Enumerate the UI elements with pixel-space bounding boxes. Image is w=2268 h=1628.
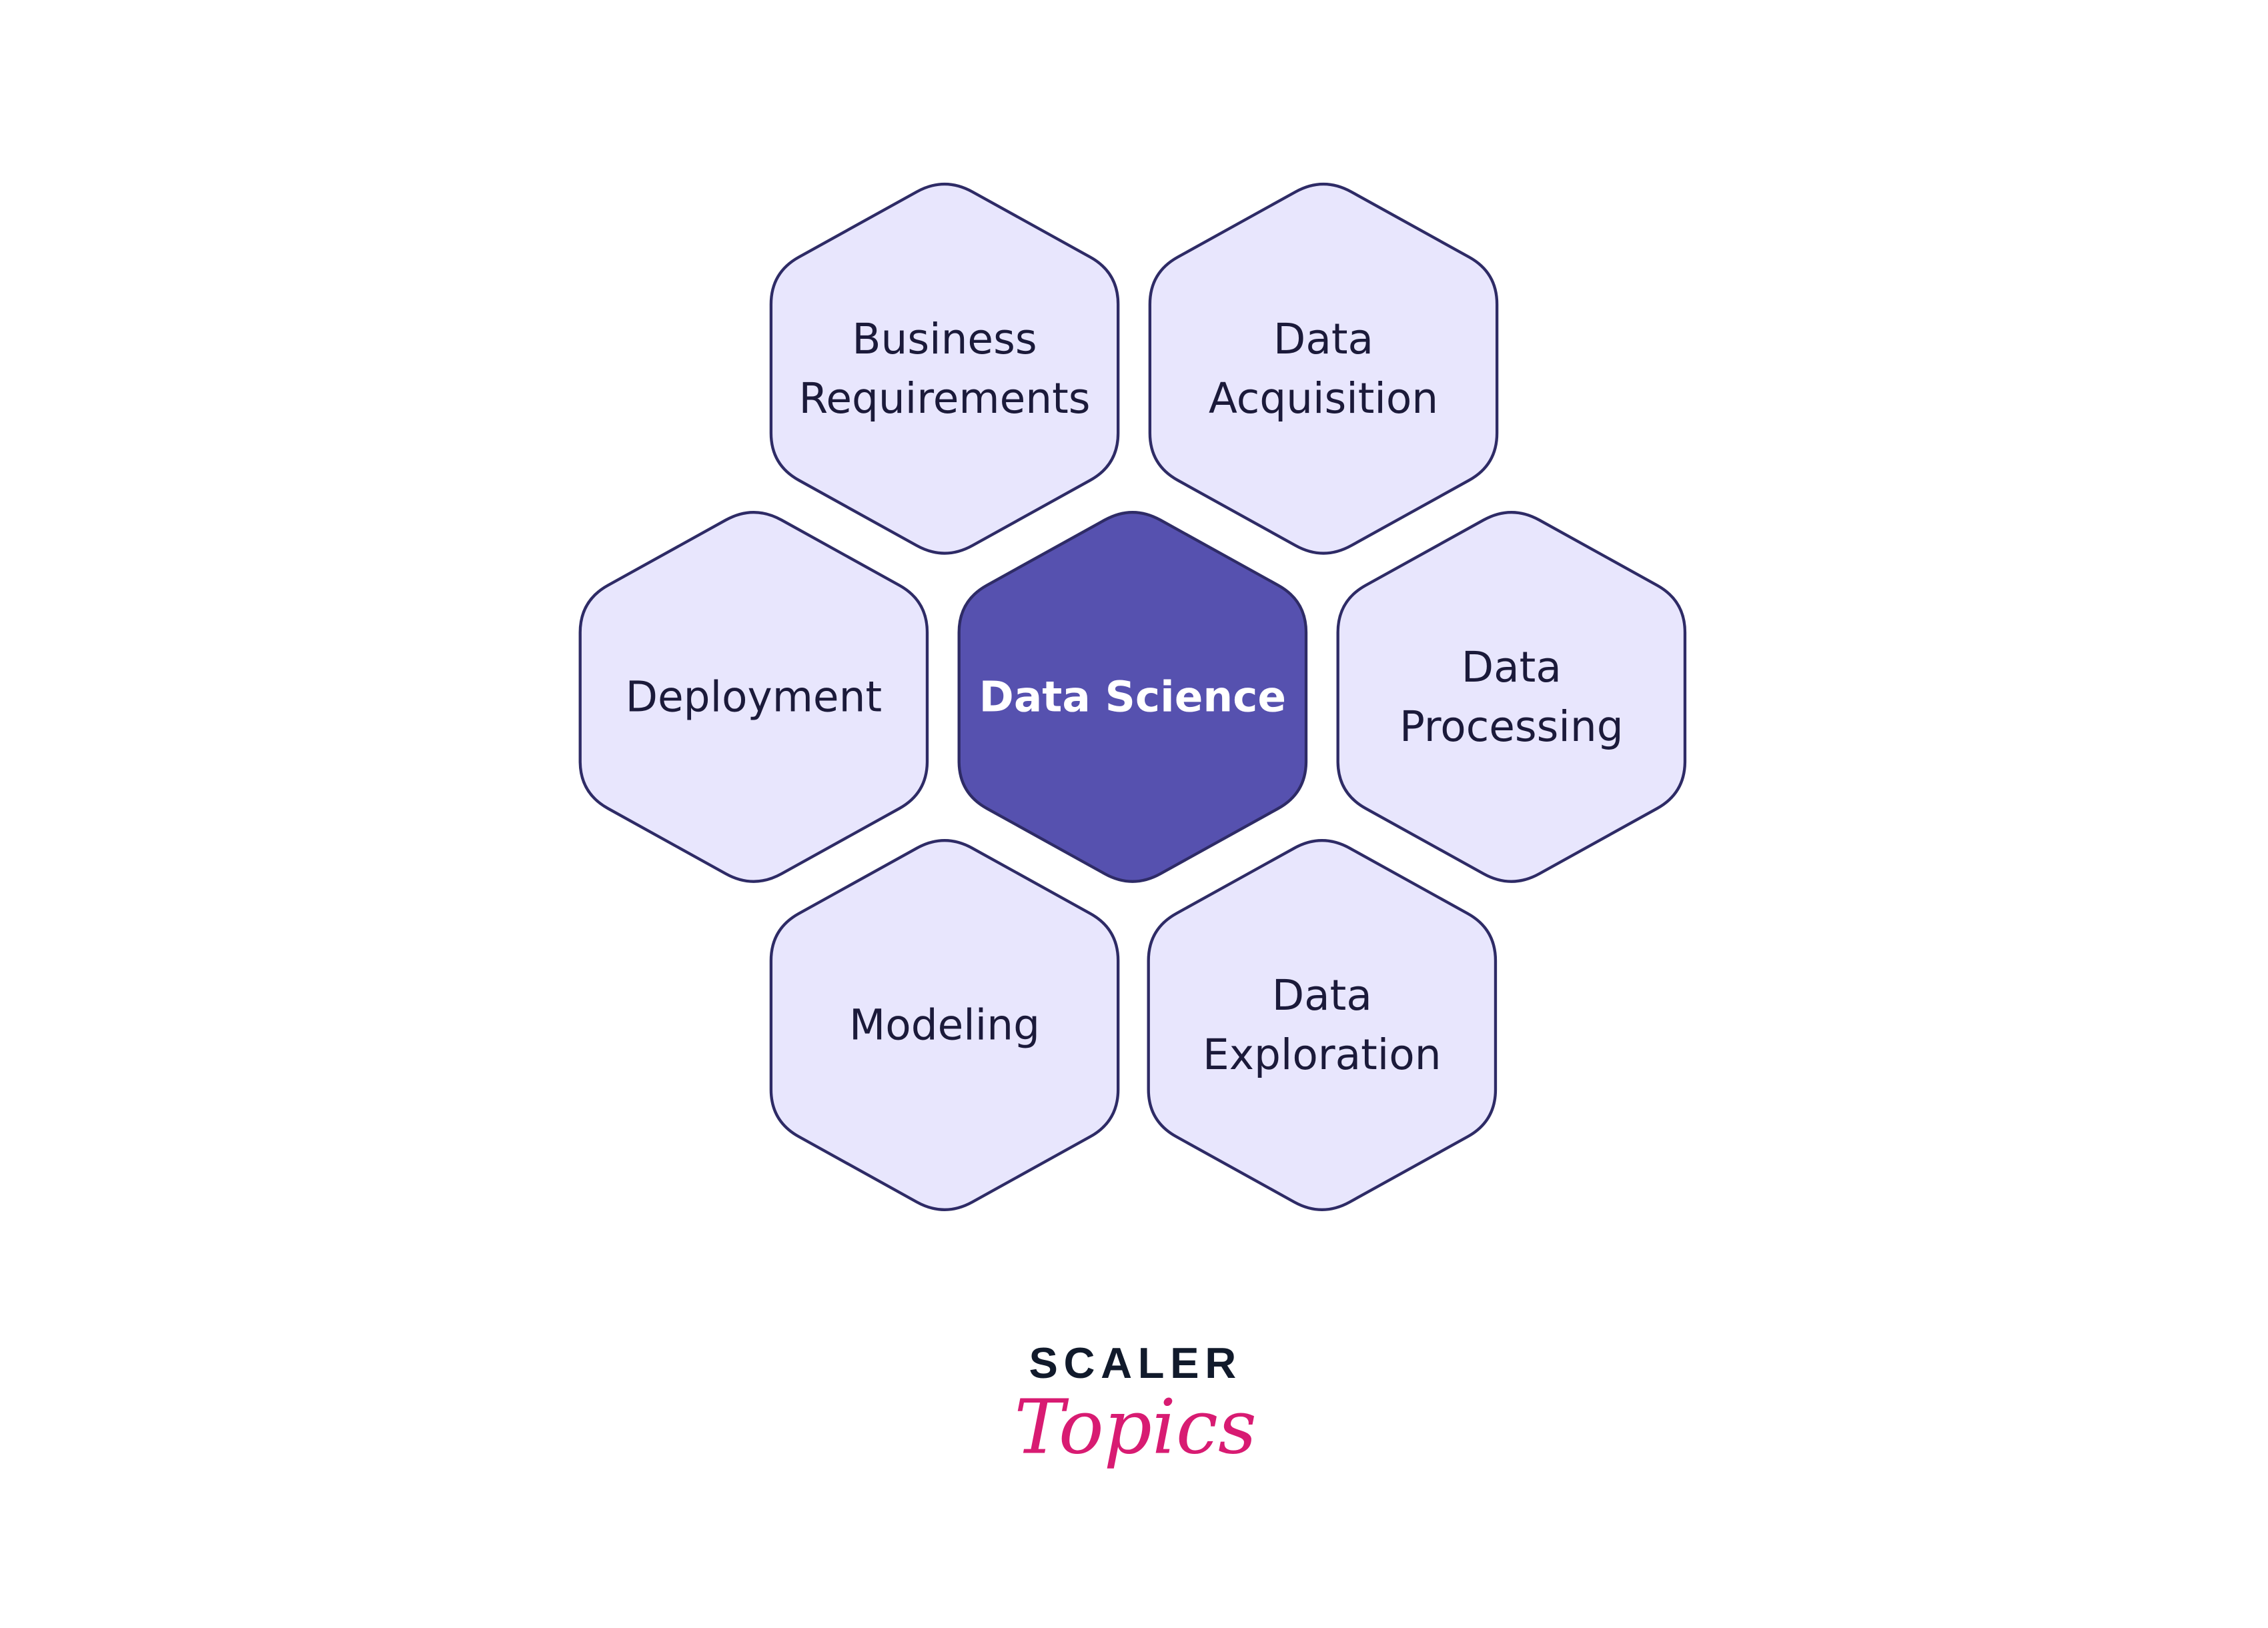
hexagon-label: Data bbox=[1272, 971, 1372, 1020]
hexagon-data-science: Data Science bbox=[957, 510, 1308, 883]
hexagon-shape bbox=[1336, 510, 1687, 883]
hexagon-label: Exploration bbox=[1203, 1030, 1442, 1079]
hexagon-shape bbox=[957, 510, 1308, 883]
hexagon-modeling: Modeling bbox=[769, 839, 1120, 1211]
hexagon-label: Data bbox=[1462, 643, 1562, 692]
hexagon-label: Requirements bbox=[799, 374, 1091, 423]
hexagon-shape bbox=[578, 510, 929, 883]
hexagon-label: Data bbox=[1273, 315, 1373, 363]
hexagon-label: Data Science bbox=[979, 673, 1286, 722]
hexagon-shape bbox=[769, 182, 1120, 555]
scaler-topics-logo: SCALER Topics bbox=[1014, 1339, 1256, 1471]
hexagon-shape bbox=[1147, 839, 1498, 1211]
hexagon-deployment: Deployment bbox=[578, 510, 929, 883]
logo-scaler-text: SCALER bbox=[1029, 1339, 1241, 1387]
hexagon-label: Deployment bbox=[626, 673, 882, 722]
hexagon-label: Acquisition bbox=[1209, 374, 1438, 423]
hexagon-label: Modeling bbox=[849, 1001, 1040, 1050]
hexagon-shape bbox=[769, 839, 1120, 1211]
logo-topics-text: Topics bbox=[1014, 1383, 1256, 1471]
hexagon-shape bbox=[1148, 182, 1499, 555]
hexagon-label: Processing bbox=[1399, 702, 1624, 751]
hexagon-label: Business bbox=[852, 315, 1037, 363]
